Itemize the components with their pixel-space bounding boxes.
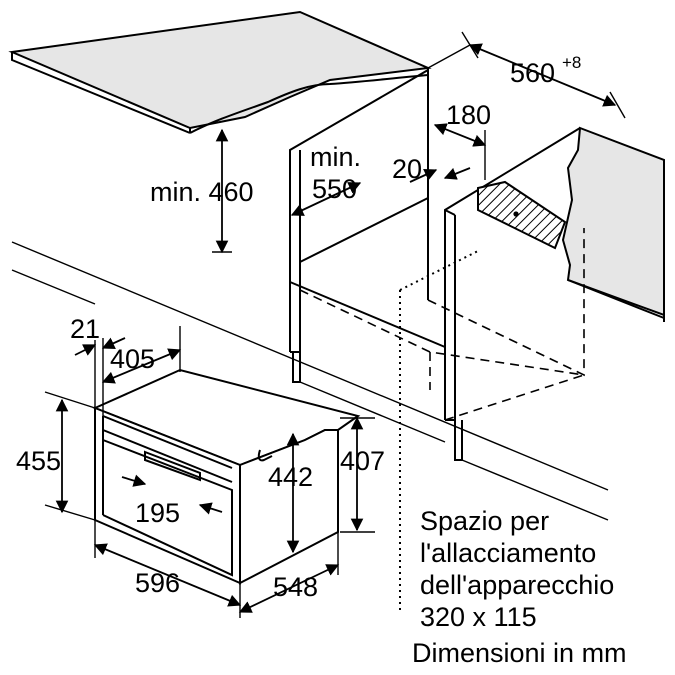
dim-407-label: 407: [340, 446, 385, 476]
units-note: Dimensioni in mm: [412, 638, 627, 668]
dimension-lines: [44, 31, 626, 618]
dim-560-tolerance: +8: [562, 53, 581, 72]
dimension-labels: 560 +8 180 20 min. 460 min. 550 21 405 4…: [16, 53, 581, 602]
note-line-1: Spazio per: [420, 506, 549, 536]
dim-195-label: 195: [135, 498, 180, 528]
dim-442-label: 442: [268, 462, 313, 492]
dim-560-label: 560: [510, 58, 555, 88]
dim-455-label: 455: [16, 446, 61, 476]
worktop-left: [8, 10, 432, 134]
min-550-label: 550: [312, 174, 357, 204]
worktop-right: [561, 126, 665, 322]
dim-180-label: 180: [446, 100, 491, 130]
note-line-3: dell'apparecchio: [420, 570, 614, 600]
notes: Spazio per l'allacciamento dell'apparecc…: [412, 506, 627, 668]
dim-548-label: 548: [273, 572, 318, 602]
dim-596-label: 596: [135, 568, 180, 598]
min-460-label: min. 460: [150, 177, 254, 207]
oven-unit: [92, 368, 361, 585]
note-line-2: l'allacciamento: [420, 538, 596, 568]
min-label: min.: [310, 142, 361, 172]
dim-21-label: 21: [70, 314, 100, 344]
dim-405-label: 405: [110, 344, 155, 374]
note-line-4: 320 x 115: [420, 602, 537, 632]
niche-frame: [11, 68, 609, 610]
dim-20-label: 20: [392, 154, 422, 184]
